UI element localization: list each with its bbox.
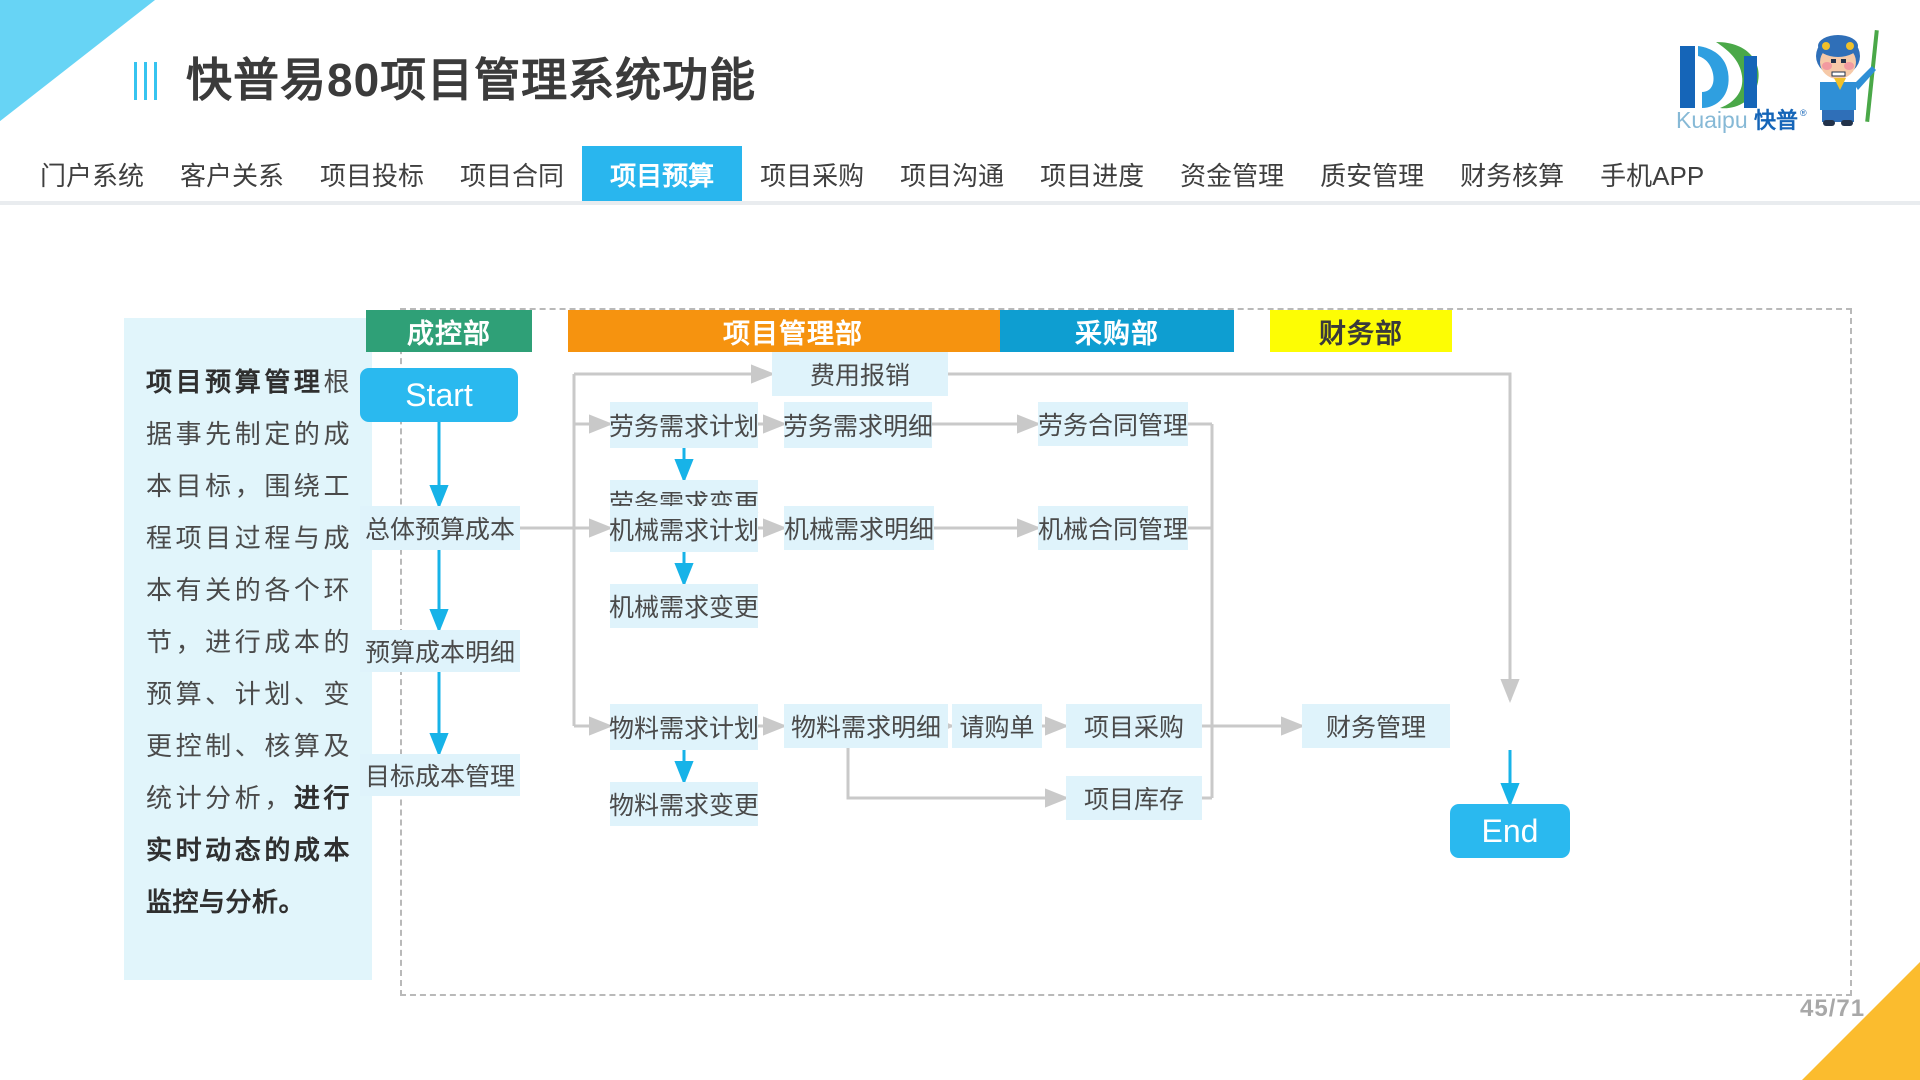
bottom-right-corner-decoration xyxy=(1802,962,1920,1080)
nav-item-0[interactable]: 门户系统 xyxy=(40,160,145,191)
nav-item-2[interactable]: 项目投标 xyxy=(320,160,425,191)
nav-item-8[interactable]: 资金管理 xyxy=(1180,160,1285,191)
department-bar-0: 成控部 xyxy=(366,310,532,352)
nav-item-1[interactable]: 客户关系 xyxy=(180,160,285,191)
svg-text:®: ® xyxy=(1800,108,1807,118)
nav-item-10[interactable]: 财务核算 xyxy=(1460,160,1565,191)
nav-item-7[interactable]: 项目进度 xyxy=(1040,160,1145,191)
flow-terminal-end[interactable]: End xyxy=(1450,804,1570,858)
flow-node-12[interactable]: 物料需求计划 xyxy=(609,704,759,750)
flow-node-16[interactable]: 物料需求变更 xyxy=(609,782,759,826)
flow-node-2[interactable]: 目标成本管理 xyxy=(360,754,520,796)
flow-node-9[interactable]: 机械需求明细 xyxy=(784,506,934,550)
nav-item-6[interactable]: 项目沟通 xyxy=(900,160,1005,191)
nav-item-11[interactable]: 手机APP xyxy=(1600,160,1705,191)
description-body: 根据事先制定的成本目标，围绕工程项目过程与成本有关的各个环节，进行成本的预算、计… xyxy=(146,367,350,813)
kuaipu-logo: Kuaipu 快普 ® xyxy=(1658,12,1908,137)
flow-node-17[interactable]: 项目库存 xyxy=(1066,776,1202,820)
flow-node-5[interactable]: 劳务需求明细 xyxy=(783,402,933,448)
nav-item-4[interactable]: 项目预算 xyxy=(582,146,743,202)
flow-node-18[interactable]: 财务管理 xyxy=(1302,704,1450,748)
module-nav[interactable]: 门户系统 客户关系 项目投标 项目合同项目预算项目采购 项目沟通 项目进度 资金管理 质安管理… xyxy=(0,146,1920,202)
flow-node-8[interactable]: 机械需求计划 xyxy=(609,506,759,552)
nav-item-9[interactable]: 质安管理 xyxy=(1320,160,1425,191)
flow-terminal-start[interactable]: Start xyxy=(360,368,518,422)
flow-node-0[interactable]: 总体预算成本 xyxy=(360,506,520,550)
flow-node-15[interactable]: 项目采购 xyxy=(1066,704,1202,748)
flow-node-1[interactable]: 预算成本明细 xyxy=(360,630,520,672)
description-tail: 进行实时动态的成本监控与分析。 xyxy=(146,783,350,917)
flow-node-13[interactable]: 物料需求明细 xyxy=(784,704,948,748)
department-bar-1: 项目管理部 xyxy=(568,310,1018,352)
flow-node-3[interactable]: 费用报销 xyxy=(772,352,948,396)
flow-node-4[interactable]: 劳务需求计划 xyxy=(609,402,759,448)
flow-node-14[interactable]: 请购单 xyxy=(952,704,1042,748)
description-lead: 项目预算管理 xyxy=(146,367,324,397)
description-card: 项目预算管理根据事先制定的成本目标，围绕工程项目过程与成本有关的各个环节，进行成… xyxy=(124,318,372,980)
page-header: 快普易80项目管理系统功能 Kuaipu 快普 ® xyxy=(0,0,1920,150)
department-bar-2: 采购部 xyxy=(1000,310,1234,352)
flow-node-7[interactable]: 劳务合同管理 xyxy=(1038,402,1188,446)
department-bar-3: 财务部 xyxy=(1270,310,1452,352)
svg-text:快普: 快普 xyxy=(1754,108,1798,133)
page-number: 45/71 xyxy=(1800,995,1866,1022)
nav-item-5[interactable]: 项目采购 xyxy=(760,160,865,191)
nav-item-3[interactable]: 项目合同 xyxy=(460,160,565,191)
page-title: 快普易80项目管理系统功能 xyxy=(186,54,757,106)
flow-node-11[interactable]: 机械合同管理 xyxy=(1038,506,1188,550)
svg-text:Kuaipu: Kuaipu xyxy=(1676,107,1748,133)
nav-underline xyxy=(0,201,1920,205)
description-text: 项目预算管理根据事先制定的成本目标，围绕工程项目过程与成本有关的各个环节，进行成… xyxy=(146,356,350,928)
flow-node-10[interactable]: 机械需求变更 xyxy=(609,584,759,628)
title-bars-icon xyxy=(134,62,157,100)
